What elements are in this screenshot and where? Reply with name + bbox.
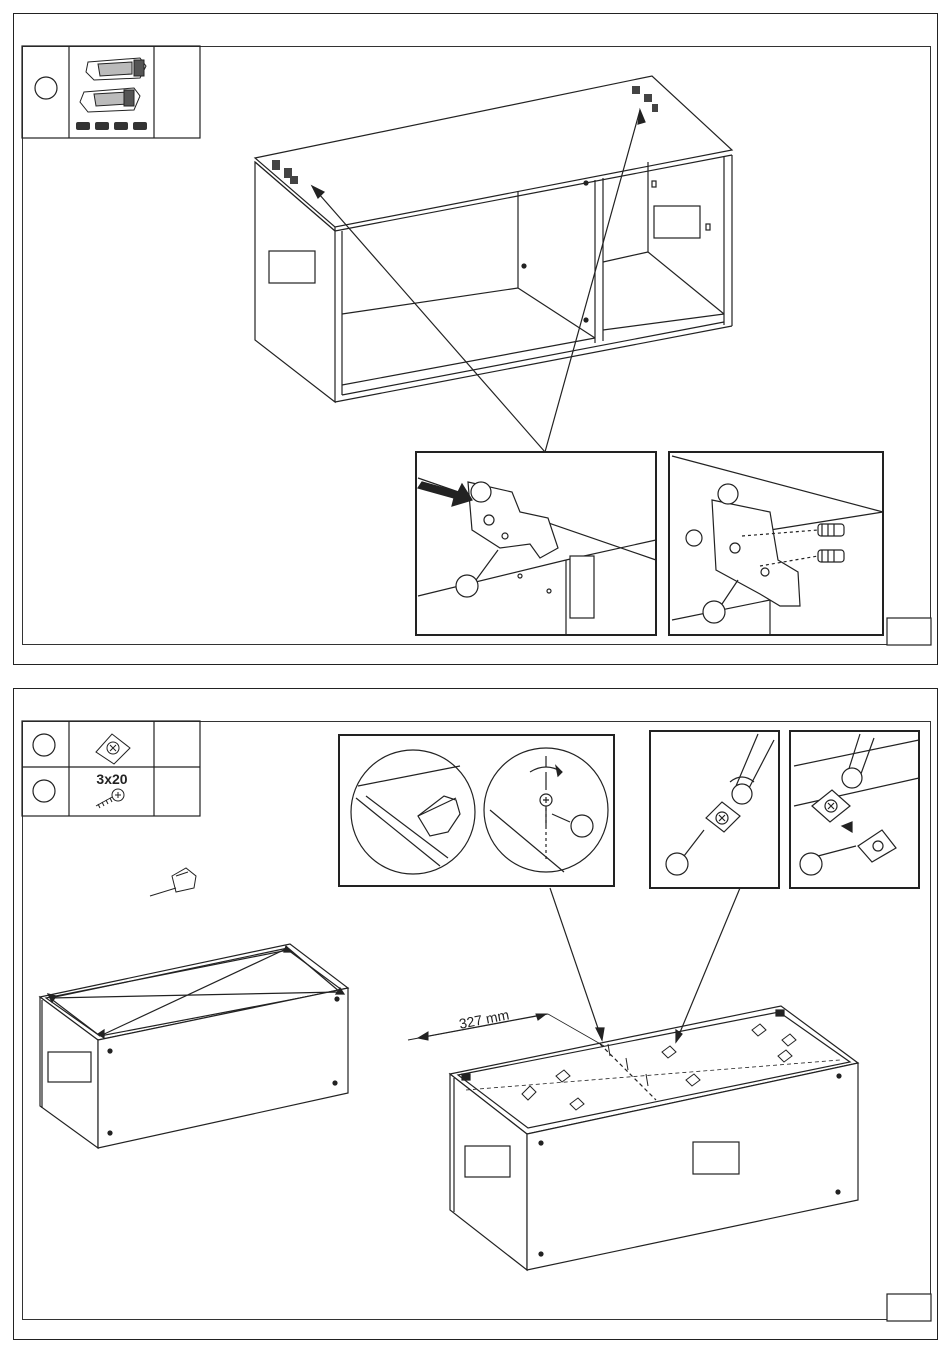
step2-page-box — [887, 1294, 931, 1321]
tape-measure-icon — [150, 868, 196, 896]
step2-right-cabinet — [450, 1006, 858, 1270]
screw-size-label: 3x20 — [96, 771, 127, 787]
step2-part-id-circle-1 — [33, 734, 55, 756]
measurement-label: 327 mm — [458, 1006, 511, 1031]
step2-callout-screw — [571, 815, 593, 837]
step2-part-id-circle-2 — [33, 780, 55, 802]
step2-pointer-lines — [550, 888, 740, 1042]
step2-detail-box-bracket-place — [790, 731, 919, 888]
step2-left-cabinet — [40, 944, 348, 1148]
step2-detail-box-bracket — [650, 731, 779, 888]
corner-bracket-icon — [96, 734, 130, 764]
step2-callout-bracket-a — [666, 853, 688, 875]
screw-icon — [96, 789, 124, 808]
step2-detail-box-marking — [339, 735, 614, 886]
